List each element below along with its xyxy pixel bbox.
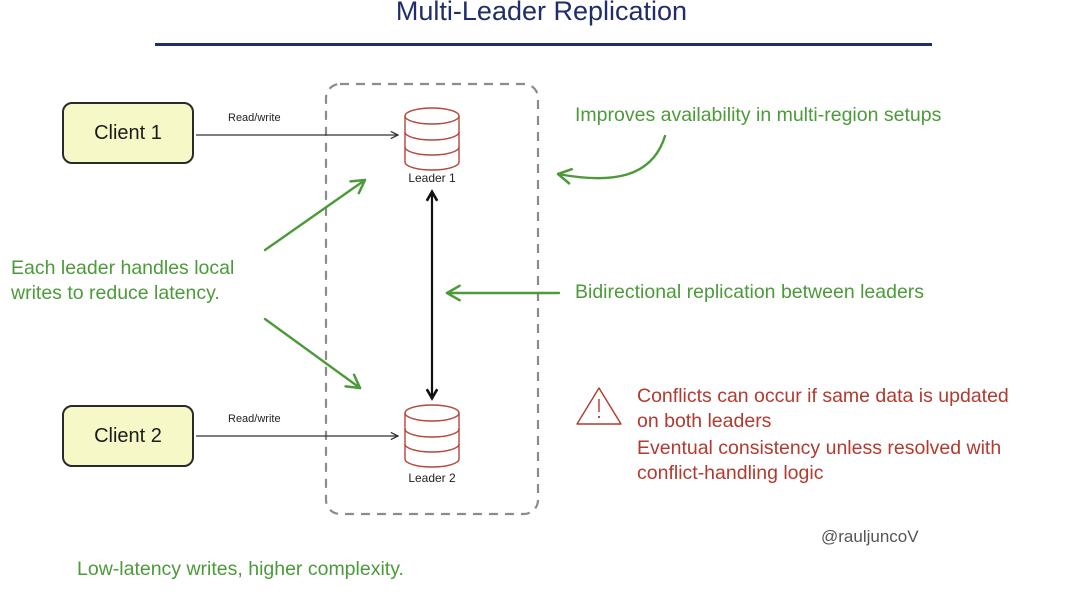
author-credit: @rauljuncoV xyxy=(821,527,919,546)
title-underline xyxy=(155,43,932,46)
consistency-note-line-2: conflict-handling logic xyxy=(637,462,824,484)
leader-2-label: Leader 2 xyxy=(408,471,456,485)
client-2-node: Client 2 xyxy=(62,405,194,467)
consistency-note-line-1: Eventual consistency unless resolved wit… xyxy=(637,437,1002,459)
warning-icon xyxy=(576,387,622,425)
local-writes-note-line-2: writes to reduce latency. xyxy=(11,282,220,304)
client-1-label: Client 1 xyxy=(94,121,162,144)
page-title: Multi-Leader Replication xyxy=(395,0,688,26)
database-icon xyxy=(404,404,460,468)
leader-group-boundary xyxy=(324,82,540,516)
client-2-label: Client 2 xyxy=(94,424,162,447)
local-writes-note-line-1: Each leader handles local xyxy=(11,257,235,279)
read-write-label: Read/write xyxy=(228,112,281,124)
summary-note: Low-latency writes, higher complexity. xyxy=(77,558,404,580)
read-write-label: Read/write xyxy=(228,413,281,425)
conflicts-note-line-1: Conflicts can occur if same data is upda… xyxy=(637,385,1009,407)
availability-note: Improves availability in multi-region se… xyxy=(575,104,942,126)
bidirectional-note: Bidirectional replication between leader… xyxy=(575,281,925,303)
leader-1-label: Leader 1 xyxy=(408,171,456,185)
availability-arrow xyxy=(556,134,667,185)
local-writes-arrow-down xyxy=(263,317,362,390)
conflicts-note-line-2: on both leaders xyxy=(637,410,772,432)
client-1-node: Client 1 xyxy=(62,102,194,164)
local-writes-arrow-up xyxy=(263,178,367,252)
database-icon xyxy=(404,107,460,171)
